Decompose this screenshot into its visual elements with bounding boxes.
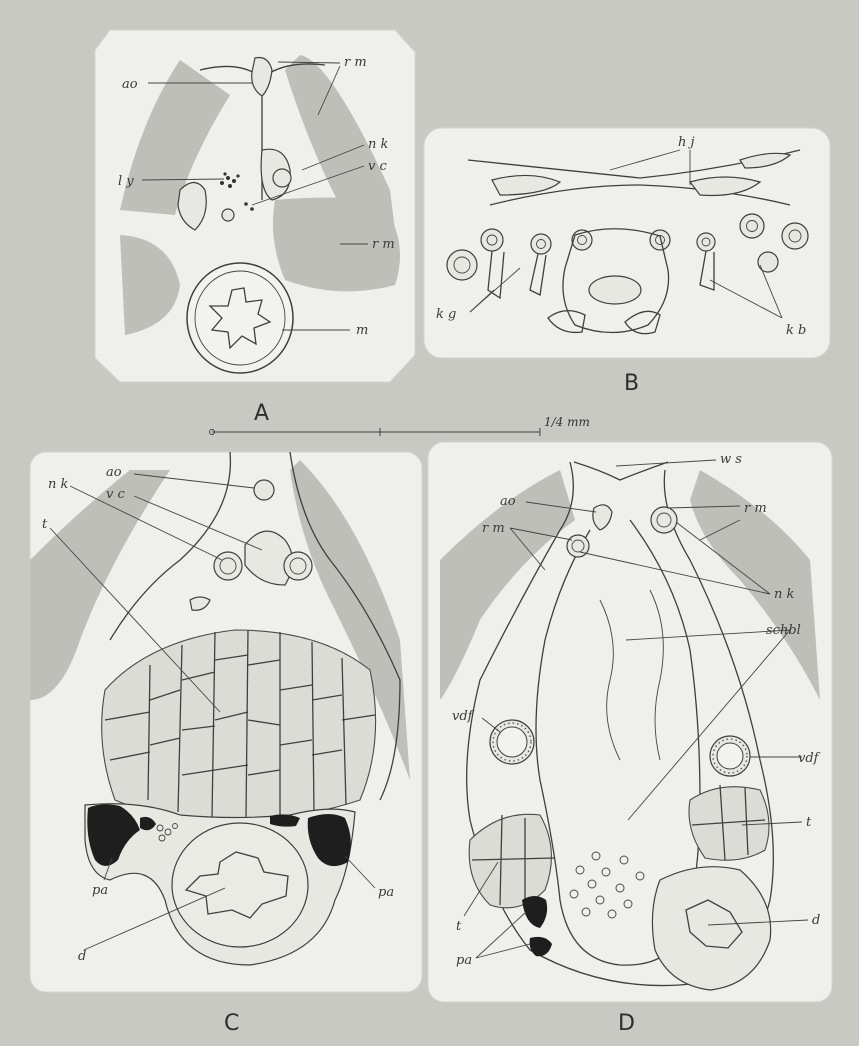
panel-a: ao r m n k v c l y r m m A <box>95 30 415 426</box>
panel-d-label-t-left: t <box>456 919 462 934</box>
panel-d-letter: D <box>618 1011 635 1036</box>
panel-c-label-d: d <box>78 949 86 964</box>
panel-d-nerve-right <box>651 507 677 533</box>
panel-d-label-rm-right: r m <box>744 501 767 516</box>
panel-c: ao v c n k t pa pa d C <box>30 452 422 1036</box>
panel-d: w s ao r m r m n k schbl vdf vdf t t d p… <box>428 442 832 1036</box>
panel-b-label-kg: k g <box>436 307 456 322</box>
panel-d-label-schbl: schbl <box>766 623 801 638</box>
panel-c-label-pa-left: pa <box>92 883 108 898</box>
panel-c-testis <box>102 630 376 820</box>
panel-d-label-rm-left: r m <box>482 521 505 536</box>
panel-c-label-nk: n k <box>48 477 69 492</box>
panel-b-label-hj: h j <box>678 135 695 150</box>
panel-a-label-rm-top: r m <box>344 55 367 70</box>
panel-c-nerve-right <box>284 552 312 580</box>
panel-b-letter: B <box>624 371 639 396</box>
panel-a-letter: A <box>254 401 269 426</box>
panel-a-small-vessel <box>222 209 234 221</box>
panel-d-vas-deferens-right <box>710 736 750 776</box>
panel-c-aorta <box>254 480 274 500</box>
panel-a-label-m: m <box>356 323 368 338</box>
panel-a-label-ao: ao <box>122 77 138 92</box>
panel-d-label-pa: pa <box>456 953 472 968</box>
panel-d-label-vdf-left: vdf <box>452 709 475 724</box>
panel-c-label-vc: v c <box>106 487 125 502</box>
panel-c-letter: C <box>224 1011 239 1036</box>
panel-d-label-t-right: t <box>806 815 812 830</box>
panel-d-testis-right <box>689 785 769 860</box>
panel-d-label-d: d <box>812 913 820 928</box>
panel-b: h j k g k b B <box>424 128 830 396</box>
panel-c-nerve-left <box>214 552 242 580</box>
panel-c-label-ao: ao <box>106 465 122 480</box>
panel-a-nerve-cord <box>273 169 291 187</box>
panel-c-label-t: t <box>42 517 48 532</box>
panel-d-label-vdf-right: vdf <box>798 751 821 766</box>
scale-bar-label: 1/4 mm <box>544 415 590 429</box>
panel-d-vas-deferens-left <box>490 720 534 764</box>
panel-d-label-nk: n k <box>774 587 795 602</box>
panel-a-gut <box>187 263 293 373</box>
panel-a-label-vc: v c <box>368 159 387 174</box>
panel-c-label-pa-right: pa <box>378 885 394 900</box>
panel-d-label-ws: w s <box>720 452 742 467</box>
panel-a-label-rm-right: r m <box>372 237 395 252</box>
panel-d-label-ao: ao <box>500 494 516 509</box>
panel-a-label-ly: l y <box>118 174 134 189</box>
panel-a-label-nk: n k <box>368 137 389 152</box>
panel-b-label-kb: k b <box>786 323 806 338</box>
panel-b-central-lumen <box>589 276 641 304</box>
